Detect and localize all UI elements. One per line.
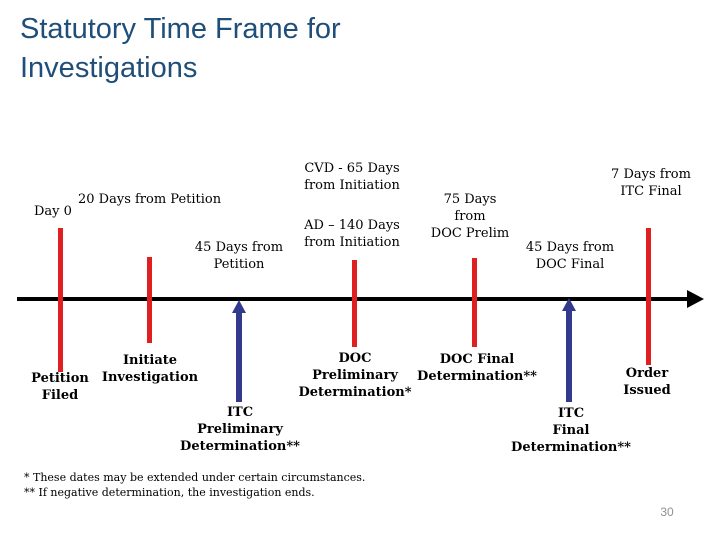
label-doc-final-determination: DOC Final Determination** xyxy=(417,352,537,384)
arrow-up-icon xyxy=(232,300,246,313)
label-itc-final-determination: ITC Final Determination** xyxy=(511,406,631,455)
page-title: Statutory Time Frame for Investigations xyxy=(20,13,341,84)
footnote-negative-determination: ** If negative determination, the invest… xyxy=(24,486,315,499)
label-doc-preliminary-determination: DOC Preliminary Determination* xyxy=(298,351,412,400)
order-issued-marker xyxy=(646,228,651,365)
arrow-shaft xyxy=(566,310,572,402)
label-45-days-from-petition: 45 Days from Petition xyxy=(194,240,284,272)
label-petition-filed: Petition Filed xyxy=(31,371,89,403)
arrow-up-icon xyxy=(562,298,576,311)
initiate-investigation-marker xyxy=(147,257,152,343)
label-20-days-from-petition: 20 Days from Petition xyxy=(78,192,222,207)
label-7-days-from-itc-final: 7 Days from ITC Final xyxy=(611,167,691,199)
footnotes: * These dates may be extended under cert… xyxy=(24,470,365,500)
label-75-days-from-doc-prelim: 75 Days from DOC Prelim xyxy=(430,192,510,241)
label-45-days-from-doc-final: 45 Days from DOC Final xyxy=(525,240,615,272)
label-cvd-65-days: CVD - 65 Days from Initiation xyxy=(304,161,400,193)
label-ad-140-days: AD – 140 Days from Initiation xyxy=(304,218,400,250)
itc-preliminary-arrow xyxy=(232,300,246,402)
petition-filed-marker xyxy=(58,228,63,372)
label-itc-preliminary-determination: ITC Preliminary Determination** xyxy=(180,405,300,454)
footnote-extended-dates: * These dates may be extended under cert… xyxy=(24,471,366,484)
page-number: 30 xyxy=(660,505,674,519)
arrow-shaft xyxy=(236,312,242,402)
label-order-issued: Order Issued xyxy=(623,366,671,398)
label-day-0: Day 0 xyxy=(34,204,72,219)
timeline-arrowhead-icon xyxy=(687,290,704,308)
label-initiate-investigation: Initiate Investigation xyxy=(101,353,199,385)
doc-preliminary-marker xyxy=(352,260,357,347)
doc-final-marker xyxy=(472,258,477,347)
itc-final-arrow xyxy=(562,298,576,402)
